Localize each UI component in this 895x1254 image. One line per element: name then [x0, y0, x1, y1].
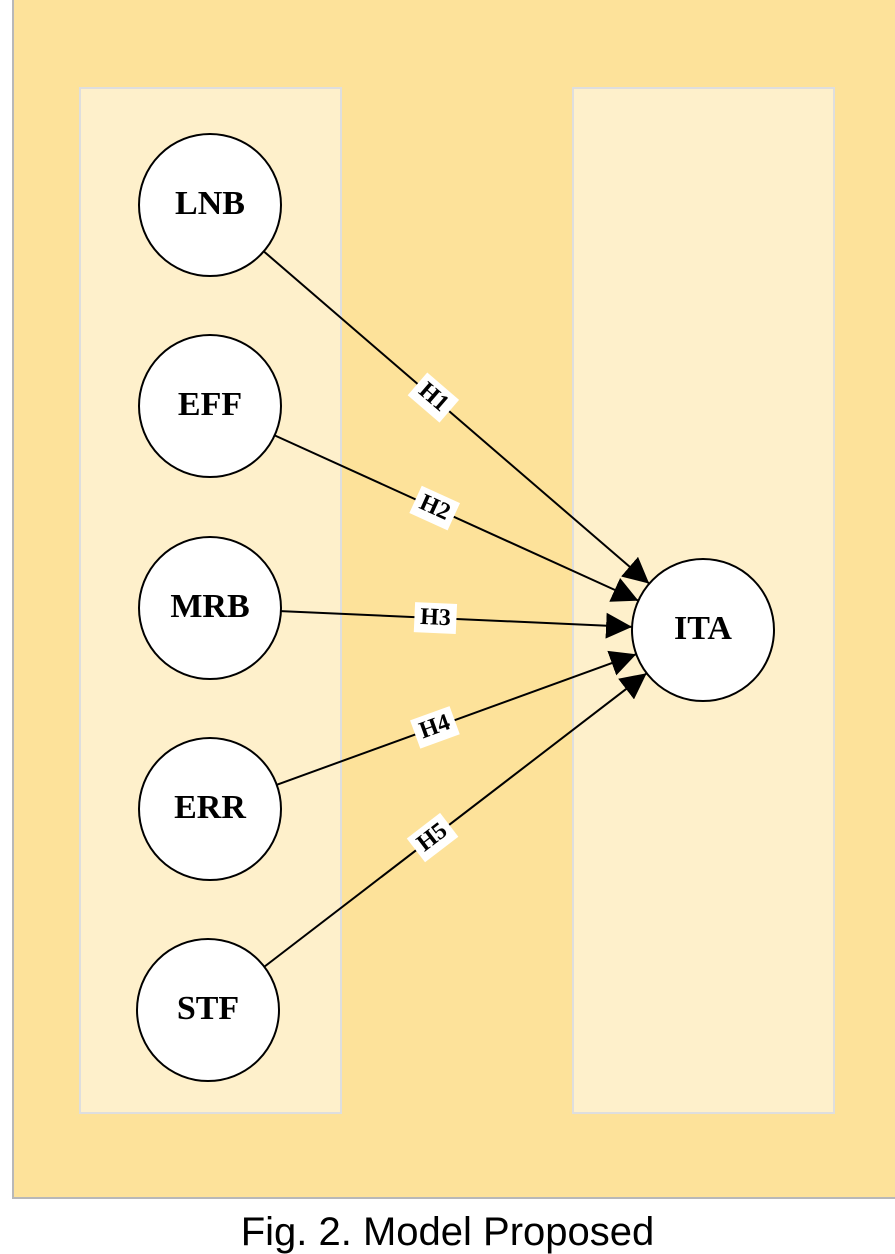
node-circle	[138, 536, 282, 680]
node-label: ERR	[174, 789, 246, 826]
edge-label-group: H3	[413, 602, 458, 634]
node-label: STF	[177, 990, 239, 1027]
node-circle	[138, 737, 282, 881]
node-circle	[138, 334, 282, 478]
edge-label-background	[413, 602, 458, 634]
node-stf: STF	[136, 938, 280, 1082]
edge-label: H3	[420, 604, 452, 631]
node-lnb: LNB	[138, 133, 282, 277]
edge-h5: H5	[263, 672, 648, 968]
edge-label-group: H4	[410, 706, 460, 749]
edge-line	[280, 610, 633, 639]
node-mrb: MRB	[138, 536, 282, 680]
node-ita: ITA	[631, 558, 775, 702]
node-eff: EFF	[138, 334, 282, 478]
edge-h4: H4	[276, 650, 637, 786]
edge-label-background	[409, 485, 461, 531]
edge-label-background	[406, 812, 459, 863]
edge-h3: H3	[280, 602, 633, 639]
edge-line	[274, 434, 639, 602]
edge-label-background	[407, 372, 460, 423]
node-label: ITA	[674, 610, 732, 647]
edge-label-group: H5	[406, 812, 459, 863]
nodes-layer: LNB EFF MRB ERR STF ITA	[136, 133, 775, 1082]
node-err: ERR	[138, 737, 282, 881]
node-circle	[138, 133, 282, 277]
node-label: MRB	[170, 588, 249, 625]
figure-caption: Fig. 2. Model Proposed	[240, 1210, 655, 1254]
node-circle	[136, 938, 280, 1082]
node-circle	[631, 558, 775, 702]
edge-line	[276, 650, 637, 786]
node-label: LNB	[175, 185, 245, 222]
edge-label-background	[410, 706, 460, 749]
edge-line	[263, 672, 648, 968]
node-label: EFF	[178, 386, 242, 423]
edge-line	[263, 250, 650, 585]
